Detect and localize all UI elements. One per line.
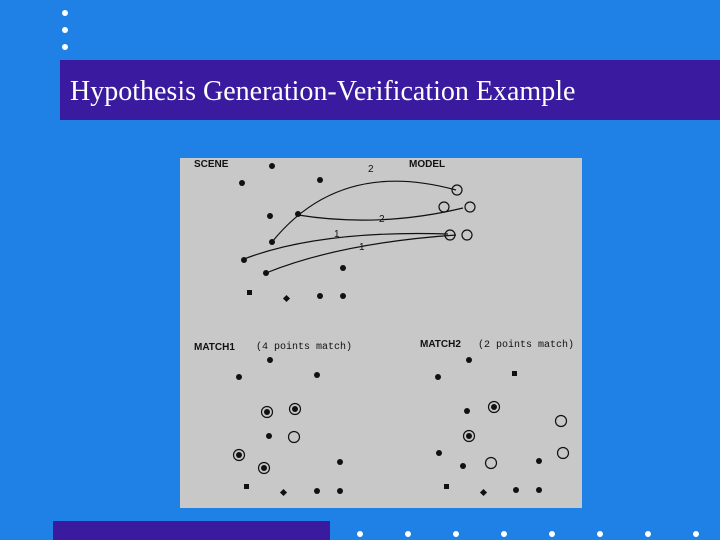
top-bullet-1 [62,10,68,16]
match1-scene-point [261,465,267,471]
match1-model-point [257,461,271,475]
correspondence-curve-4 [265,234,457,274]
match2-scene-point [466,357,472,363]
bottom-bullet-2 [405,531,411,537]
match2-scene-point [444,484,449,489]
match2-scene-point [512,371,517,376]
bottom-bullet-7 [645,531,651,537]
match1-model-point [287,430,301,444]
match2-scene-point [460,463,466,469]
match2-model-point [554,414,568,428]
scene-point [340,293,346,299]
match2-model-point [487,400,501,414]
scene-point [317,293,323,299]
match1-scene-point [314,488,320,494]
match1-note: (4 points match) [256,341,352,353]
match1-scene-point [279,488,288,497]
top-bullet-2 [62,27,68,33]
match1-scene-point [314,372,320,378]
match2-scene-point [466,433,472,439]
match2-scene-point [536,458,542,464]
correspondence-curve-3 [243,232,449,260]
model-point [444,229,456,241]
model-point [464,201,476,213]
corr-label-3: 1 [334,229,340,240]
scene-point [241,257,247,263]
match2-scene-point [479,488,488,497]
bottom-band [53,521,330,540]
match1-scene-point [337,459,343,465]
bottom-bullet-1 [357,531,363,537]
match2-scene-point [464,408,470,414]
match2-model-point [462,429,476,443]
scene-point [247,290,252,295]
scene-point [317,177,323,183]
bottom-bullet-5 [549,531,555,537]
slide-title: Hypothesis Generation-Verification Examp… [70,76,576,107]
match2-scene-point [435,374,441,380]
model-point [461,229,473,241]
match1-scene-point [266,433,272,439]
match2-scene-point [491,404,497,410]
scene-label: SCENE [194,159,229,170]
match1-scene-point [264,409,270,415]
top-bullet-3 [62,44,68,50]
match1-label: MATCH1 [194,342,235,353]
scene-point [340,265,346,271]
match2-scene-point [513,487,519,493]
model-point [451,184,463,196]
match2-scene-point [436,450,442,456]
scene-point [267,213,273,219]
match1-scene-point [337,488,343,494]
scene-point [239,180,245,186]
scene-point [282,294,291,303]
bottom-bullet-6 [597,531,603,537]
correspondence-curve-1 [271,180,457,243]
match1-scene-point [292,406,298,412]
match1-model-point [288,402,302,416]
scene-point [295,211,301,217]
bottom-bullet-8 [693,531,699,537]
match1-scene-point [244,484,249,489]
scene-point [263,270,269,276]
match1-scene-point [236,452,242,458]
scene-point [269,239,275,245]
title-band: Hypothesis Generation-Verification Examp… [60,60,720,120]
match1-model-point [232,448,246,462]
matching-figure: SCENE MODEL MATCH1 MATCH2 (4 points matc… [180,158,582,508]
model-point [438,201,450,213]
match2-label: MATCH2 [420,339,461,350]
match2-model-point [484,456,498,470]
bottom-bullet-4 [501,531,507,537]
match1-model-point [260,405,274,419]
match1-scene-point [236,374,242,380]
corr-label-4: 1 [359,242,365,253]
corr-label-1: 2 [368,164,374,175]
match2-model-point [556,446,570,460]
match2-note: (2 points match) [478,339,574,351]
bottom-bullet-3 [453,531,459,537]
model-label: MODEL [409,159,445,170]
figure-svg: SCENE MODEL MATCH1 MATCH2 (4 points matc… [194,159,574,497]
match2-scene-point [536,487,542,493]
scene-point [269,163,275,169]
match1-scene-point [267,357,273,363]
